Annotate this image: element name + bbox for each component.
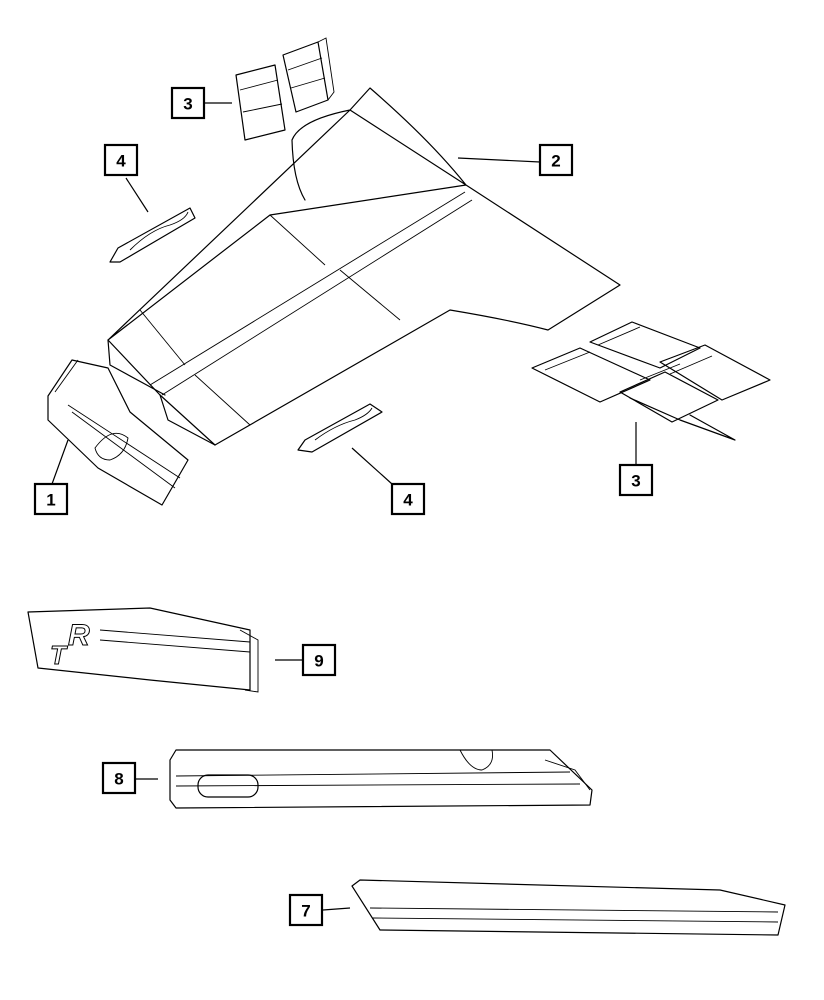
callout-9: 9 <box>301 643 337 677</box>
leader-1 <box>51 439 69 485</box>
leader-4-top <box>125 177 149 213</box>
leader-lines <box>51 102 637 911</box>
callout-3-right: 3 <box>618 463 654 497</box>
leader-7 <box>322 907 351 911</box>
part-8-long-stripe-decal <box>169 749 593 809</box>
part-4-bottom-rt-emblem <box>297 403 383 453</box>
callout-2-label: 2 <box>551 152 560 171</box>
part-8-oval-cutout <box>197 774 259 798</box>
callout-4-top-label: 4 <box>116 152 126 171</box>
part-3-right-cowl-decals <box>531 321 771 441</box>
callout-3-right-label: 3 <box>631 472 640 491</box>
callout-7-label: 7 <box>301 902 310 921</box>
callout-4-bottom-label: 4 <box>403 491 413 510</box>
callout-3-top-label: 3 <box>183 95 192 114</box>
part-1-front-stripe-decal <box>47 359 189 506</box>
leader-4-bottom <box>351 447 393 485</box>
callout-4-bottom: 4 <box>390 482 426 516</box>
callout-9-label: 9 <box>314 652 323 671</box>
callout-1: 1 <box>33 482 69 516</box>
part-4-top-rt-emblem <box>109 207 196 263</box>
callout-7: 7 <box>288 893 324 927</box>
part-9-emblem-t: T <box>50 640 68 670</box>
part-9-side-stripe-rt: R T <box>27 607 259 693</box>
callout-2: 2 <box>538 143 574 177</box>
part-3-top-cowl-decals <box>235 37 335 141</box>
part-2-main-stripe-decal <box>107 87 621 446</box>
part-7-long-tapered-stripe <box>351 879 786 936</box>
callout-3-top: 3 <box>170 86 206 120</box>
callout-8-label: 8 <box>114 770 123 789</box>
leader-2 <box>457 157 541 163</box>
callout-8: 8 <box>101 761 137 795</box>
callout-1-label: 1 <box>46 491 55 510</box>
part-9-emblem-r: R <box>68 619 90 652</box>
callout-4-top: 4 <box>103 143 139 177</box>
